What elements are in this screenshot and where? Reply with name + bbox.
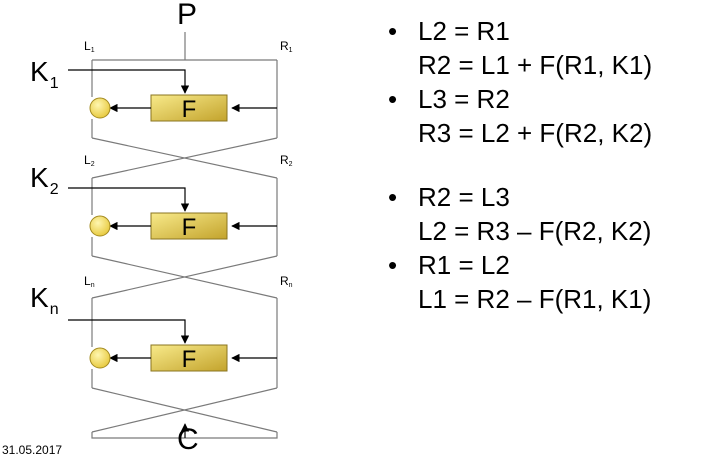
f-function-label: F: [182, 96, 197, 123]
f-function-label: F: [182, 346, 197, 373]
equation-line: L1 = R2 – F(R1, K1): [418, 284, 652, 314]
equation-line: R2 = L1 + F(R1, K1): [418, 50, 653, 80]
equation-line: L3 = R2: [418, 84, 510, 114]
bullet: •: [388, 182, 398, 212]
decryption-step-2: • R1 = L2 L1 = R2 – F(R1, K1): [383, 248, 713, 316]
left-half-label-n: Ln: [84, 274, 95, 290]
encryption-step-1: • L2 = R1 R2 = L1 + F(R1, K1): [383, 14, 713, 82]
xor-circle: [89, 97, 111, 119]
key-arrow: [68, 187, 190, 212]
f-function-label: F: [182, 214, 197, 241]
key-label-2: K2: [30, 162, 59, 199]
key-arrow: [68, 69, 190, 94]
equations-panel: • L2 = R1 R2 = L1 + F(R1, K1) • L3 = R2 …: [383, 14, 713, 316]
right-half-label-2: R2: [280, 153, 293, 169]
right-half-label-n: Rn: [280, 274, 293, 290]
cross-wire-rl: [91, 255, 278, 299]
decryption-step-1: • R2 = L3 L2 = R3 – F(R2, K2): [383, 180, 713, 248]
key-label-1: K1: [30, 56, 59, 93]
left-half-label-2: L2: [84, 153, 95, 169]
bullet: •: [388, 84, 398, 114]
f-function-box: [150, 94, 228, 122]
key-arrow: [68, 319, 190, 344]
equation-line: L2 = R1: [418, 16, 510, 46]
equation-line: R3 = L2 + F(R2, K2): [418, 118, 653, 148]
output-c-label: C: [177, 423, 199, 456]
input-p-label: P: [177, 0, 198, 31]
equation-line: R1 = L2: [418, 250, 510, 280]
bullet: •: [388, 250, 398, 280]
encryption-step-2: • L3 = R2 R3 = L2 + F(R2, K2): [383, 82, 713, 150]
slide-date: 31.05.2017: [2, 443, 63, 457]
xor-circle: [89, 347, 111, 369]
equation-line: L2 = R3 – F(R2, K2): [418, 216, 652, 246]
equation-line: R2 = L3: [418, 182, 510, 212]
cross-wire-rl: [91, 137, 278, 179]
cross-wire-rl: [91, 387, 278, 433]
right-half-label-1: R1: [280, 39, 293, 55]
key-label-n: Kn: [30, 282, 59, 319]
xor-circle: [89, 215, 111, 237]
bullet: •: [388, 16, 398, 46]
spacer: [383, 150, 713, 180]
left-half-label-1: L1: [84, 39, 95, 55]
feistel-diagram: F F F: [68, 32, 278, 439]
